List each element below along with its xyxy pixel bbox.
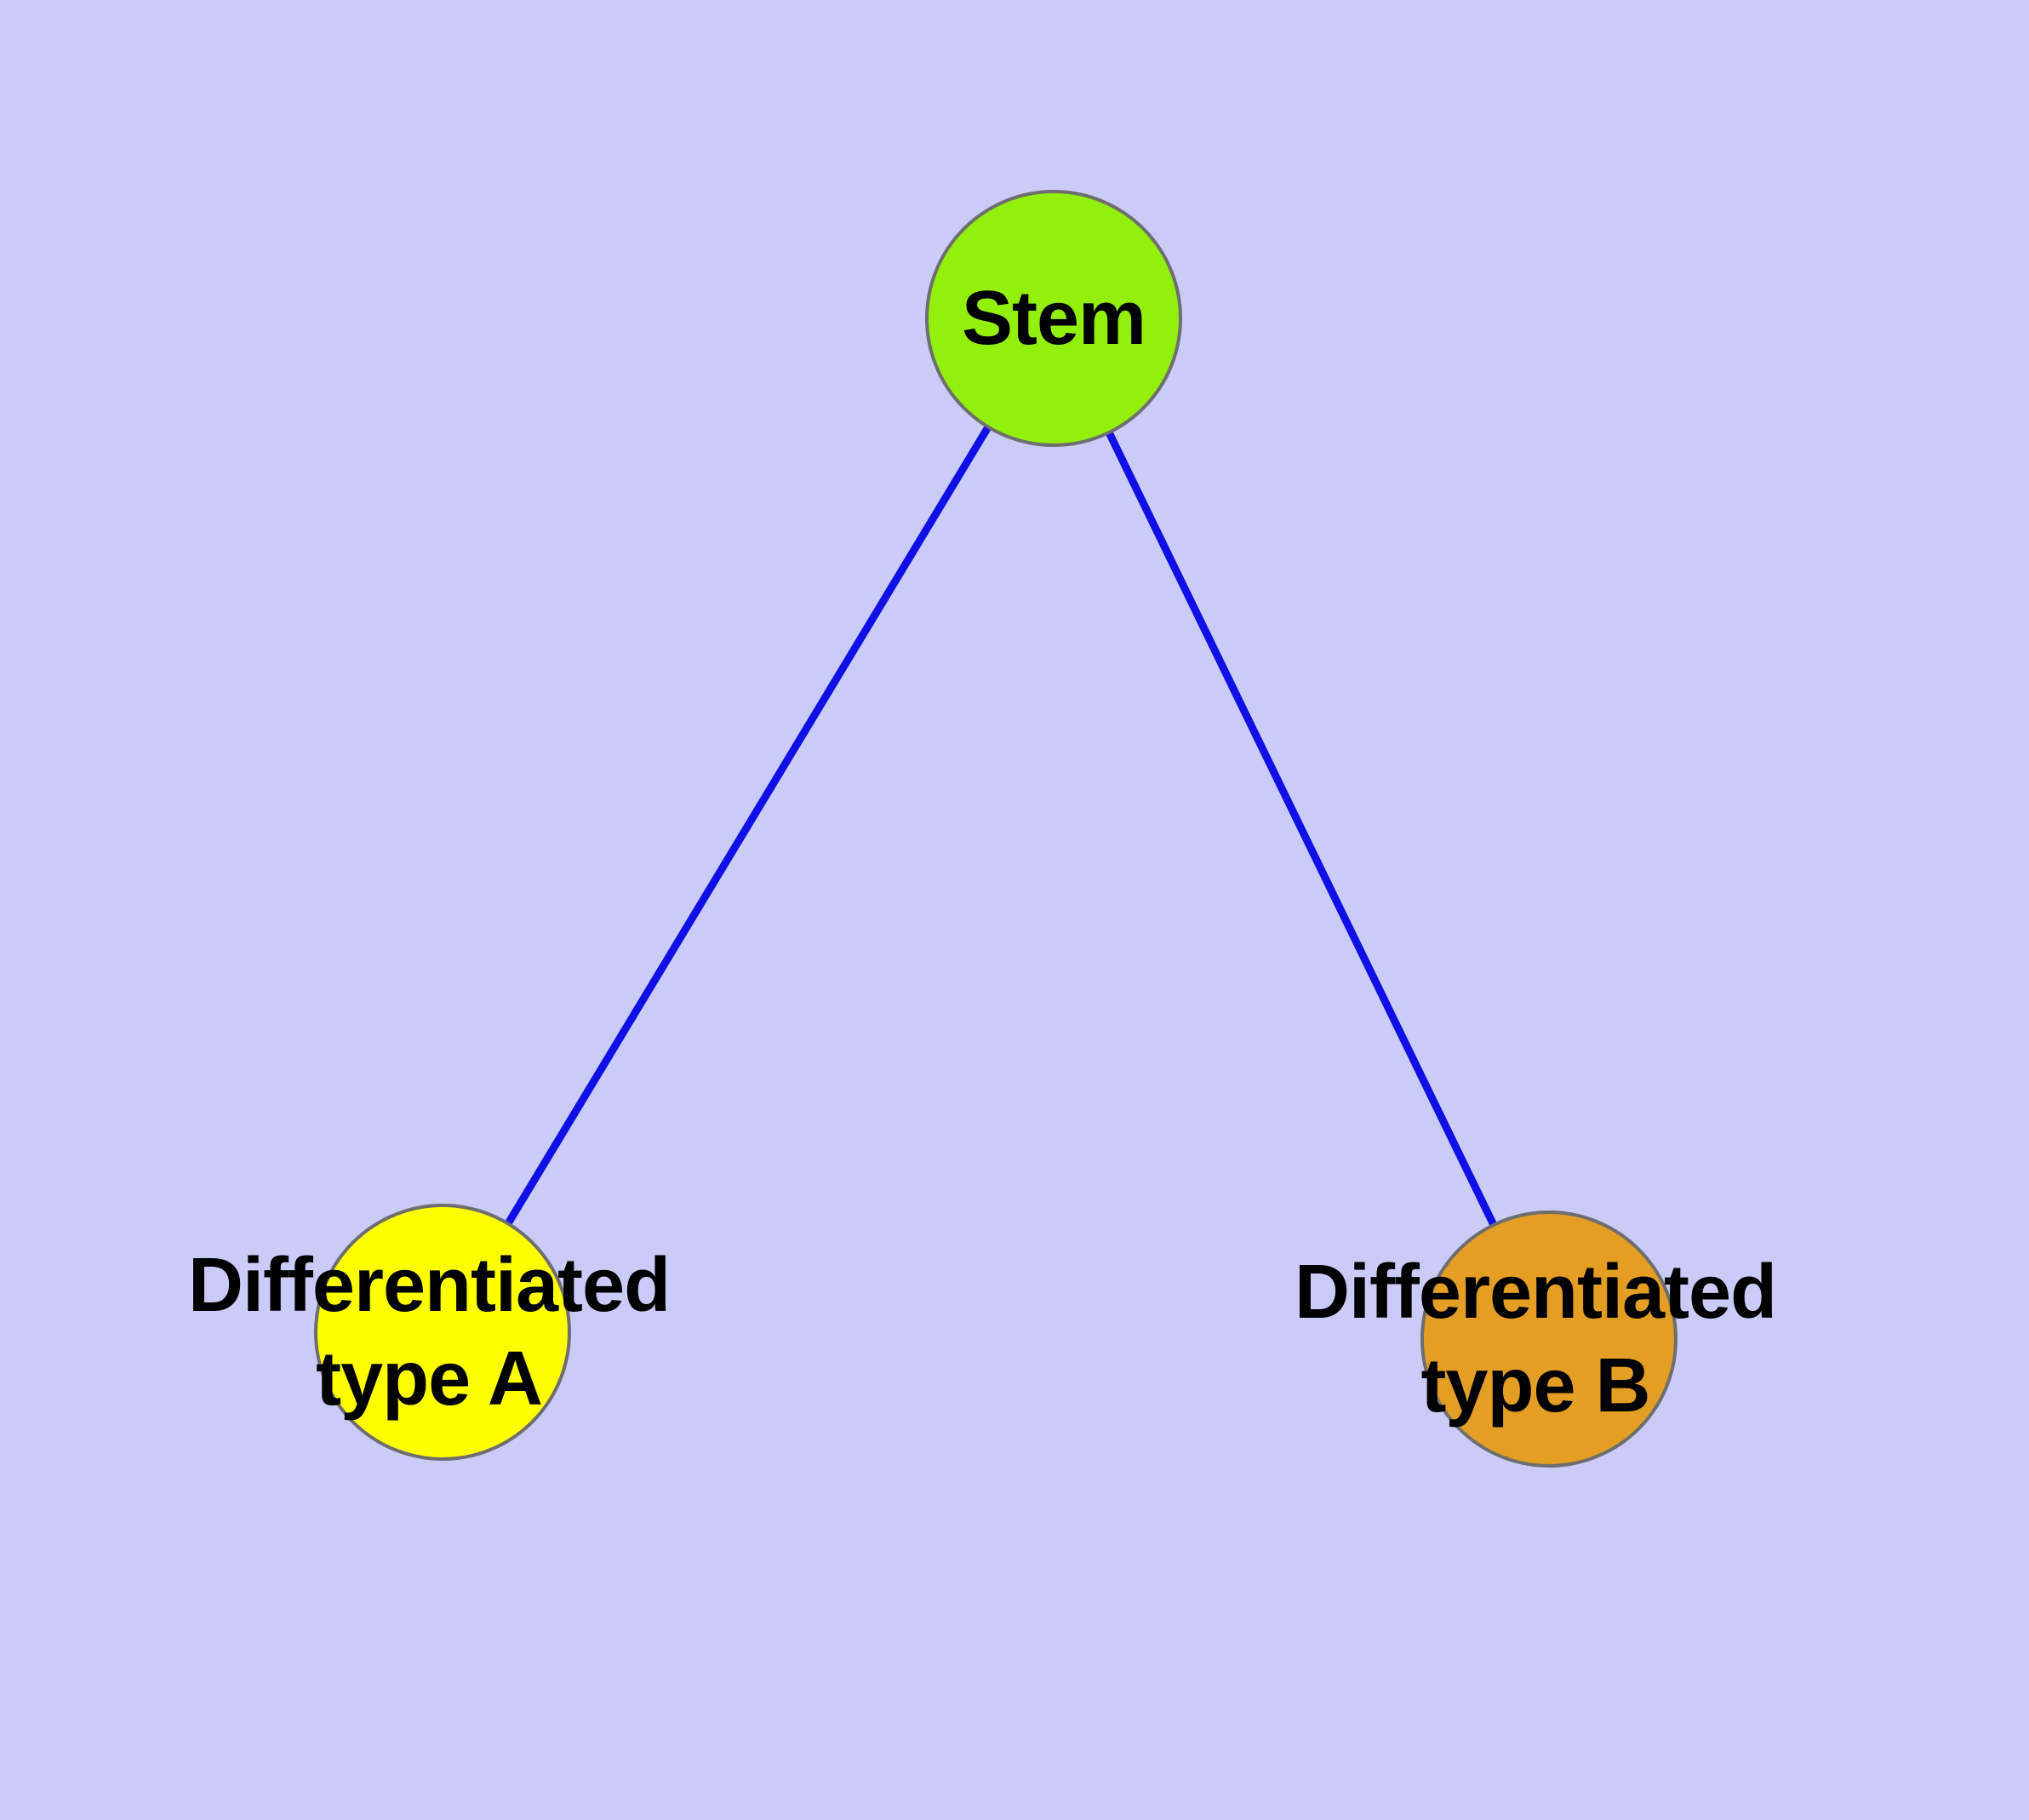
node-differentiated-type-b-circle bbox=[1420, 1210, 1677, 1468]
node-differentiated-type-a-label: Differentiated type A bbox=[187, 1243, 671, 1422]
edge-stem-to-type-b bbox=[1049, 317, 1553, 1341]
node-differentiated-type-b-label: Differentiated type B bbox=[1294, 1250, 1777, 1428]
edge-stem-to-type-a bbox=[439, 316, 1057, 1335]
node-stem-label: Stem bbox=[961, 276, 1146, 361]
node-stem-circle bbox=[925, 190, 1182, 447]
node-differentiated-type-a-circle bbox=[314, 1204, 571, 1461]
